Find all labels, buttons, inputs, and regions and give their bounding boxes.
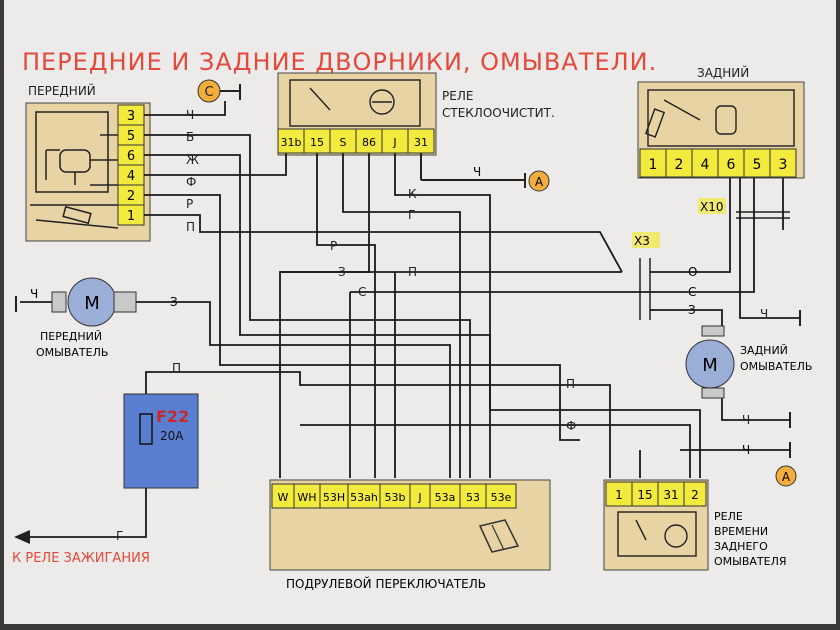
svg-text:1: 1 [615,488,623,502]
svg-text:З: З [170,295,178,309]
svg-text:31: 31 [663,488,678,502]
svg-text:Ф: Ф [566,419,576,433]
svg-text:Ф: Ф [186,175,196,189]
rear-washer-label: ЗАДНИЙ [740,344,788,357]
wires [20,101,800,538]
front-washer-label: ПЕРЕДНИЙ [40,330,102,343]
svg-text:53H: 53H [323,491,345,504]
svg-text:М: М [702,355,718,376]
front-wiper-pins: 3 5 6 4 2 1 [117,104,145,226]
svg-text:2: 2 [675,157,684,173]
svg-text:J: J [392,136,396,149]
svg-text:5: 5 [753,157,762,173]
svg-text:С: С [204,85,213,100]
svg-text:53: 53 [466,491,480,504]
svg-text:П: П [186,220,195,234]
svg-text:31: 31 [414,136,428,149]
svg-text:Ч: Ч [760,307,768,321]
svg-text:20А: 20А [160,429,184,443]
ground-c-terminal: С [197,79,241,103]
svg-text:П: П [566,377,575,391]
ground-a-rear: А [775,465,797,487]
svg-text:6: 6 [727,157,736,173]
svg-text:53ah: 53ah [350,491,378,504]
relay-ground-a: Ч А [420,153,550,192]
front-pin-label: 3 [127,109,135,124]
svg-text:2: 2 [691,488,699,502]
ignition-relay-link: К РЕЛЕ ЗАЖИГАНИЯ [12,530,150,566]
fuse-f22: F22 20А [123,393,199,489]
rear-relay-pins: 1 15 31 2 [605,481,707,507]
rear-relay-label: ОМЫВАТЕЛЯ [714,555,787,568]
rear-washer: М ЗАДНИЙ ОМЫВАТЕЛЬ Ч [685,325,812,457]
diagram-title: ПЕРЕДНИЕ И ЗАДНИЕ ДВОРНИКИ, ОМЫВАТЕЛИ. [22,48,657,76]
svg-text:Р: Р [330,239,337,253]
svg-text:53a: 53a [435,491,456,504]
svg-text:П: П [172,361,181,375]
svg-text:З: З [338,265,346,279]
svg-text:15: 15 [637,488,652,502]
svg-text:S: S [340,136,347,149]
svg-text:15: 15 [310,136,324,149]
svg-text:J: J [417,491,421,504]
rear-relay-label: ЗАДНЕГО [714,540,768,553]
front-wiper-motor: ПЕРЕДНИЙ 3 5 6 4 2 [25,83,151,242]
svg-text:Ж: Ж [186,153,199,167]
svg-text:Р: Р [186,197,193,211]
front-pin-label: 5 [127,129,135,144]
rear-relay-label: РЕЛЕ [714,510,743,523]
front-pin-label: 2 [127,189,135,204]
mid-wire-labels: К Г Р З П С П П Ф Ч Ч Г [116,187,768,543]
svg-text:W: W [278,491,289,504]
svg-text:F22: F22 [156,407,189,426]
front-washer: М Ч З ПЕРЕДНИЙ ОМЫВАТЕЛЬ [30,277,178,359]
svg-text:1: 1 [649,157,658,173]
svg-text:Ч: Ч [742,443,750,457]
svg-text:53e: 53e [491,491,512,504]
wiper-relay-label: РЕЛЕ [442,89,473,103]
svg-text:К РЕЛЕ ЗАЖИГАНИЯ: К РЕЛЕ ЗАЖИГАНИЯ [12,551,150,566]
svg-text:Б: Б [186,130,194,144]
front-wiper-label: ПЕРЕДНИЙ [28,83,96,98]
wiper-relay-pins: 31b 15 S 86 J 31 [277,128,435,154]
svg-text:3: 3 [779,157,788,173]
front-pin-label: 4 [127,169,135,184]
stalk-switch: W WH 53H 53ah 53b J 53a 53 53e ПОДРУЛЕВО… [269,479,551,591]
front-pin-label: 6 [127,149,135,164]
svg-text:Х10: Х10 [700,200,724,214]
svg-text:86: 86 [362,136,376,149]
svg-text:Ч: Ч [30,287,38,301]
svg-text:31b: 31b [281,136,302,149]
svg-text:С: С [358,285,366,299]
rear-wiper-label: ЗАДНИЙ [697,65,749,80]
svg-text:4: 4 [701,157,710,173]
svg-text:А: А [782,470,791,484]
wiper-relay-label: СТЕКЛООЧИСТИТ. [442,106,555,120]
svg-text:П: П [408,265,417,279]
connector-x10: Х10 [698,198,790,219]
rear-relay-label: ВРЕМЕНИ [714,525,768,538]
wiper-relay: 31b 15 S 86 J 31 РЕЛЕ СТЕКЛООЧИСТИТ. [277,72,555,156]
rear-washer-label: ОМЫВАТЕЛЬ [740,360,812,373]
rear-washer-relay: 1 15 31 2 РЕЛЕ ВРЕМЕНИ ЗАДНЕГО ОМЫВАТЕЛЯ [603,479,787,571]
svg-text:М: М [84,293,100,314]
svg-text:К: К [408,187,417,201]
svg-text:WH: WH [297,491,316,504]
svg-text:Ч: Ч [742,413,750,427]
svg-text:Х3: Х3 [634,234,650,248]
rear-wiper-pins: 1 2 4 6 5 3 [639,148,797,178]
svg-text:53b: 53b [385,491,406,504]
ground-ticks [15,296,801,458]
front-washer-label: ОМЫВАТЕЛЬ [36,346,108,359]
svg-text:Г: Г [408,208,415,222]
front-pin-label: 1 [127,209,135,224]
connector-x3: Х3 [632,232,660,320]
stalk-switch-pins: W WH 53H 53ah 53b J 53a 53 53e [271,483,517,509]
svg-text:Г: Г [116,529,123,543]
svg-text:А: А [535,175,544,189]
stalk-switch-label: ПОДРУЛЕВОЙ ПЕРЕКЛЮЧАТЕЛЬ [286,576,486,591]
rear-wiper-motor: ЗАДНИЙ 1 2 4 6 5 3 [637,65,805,179]
svg-text:Ч: Ч [473,165,481,179]
